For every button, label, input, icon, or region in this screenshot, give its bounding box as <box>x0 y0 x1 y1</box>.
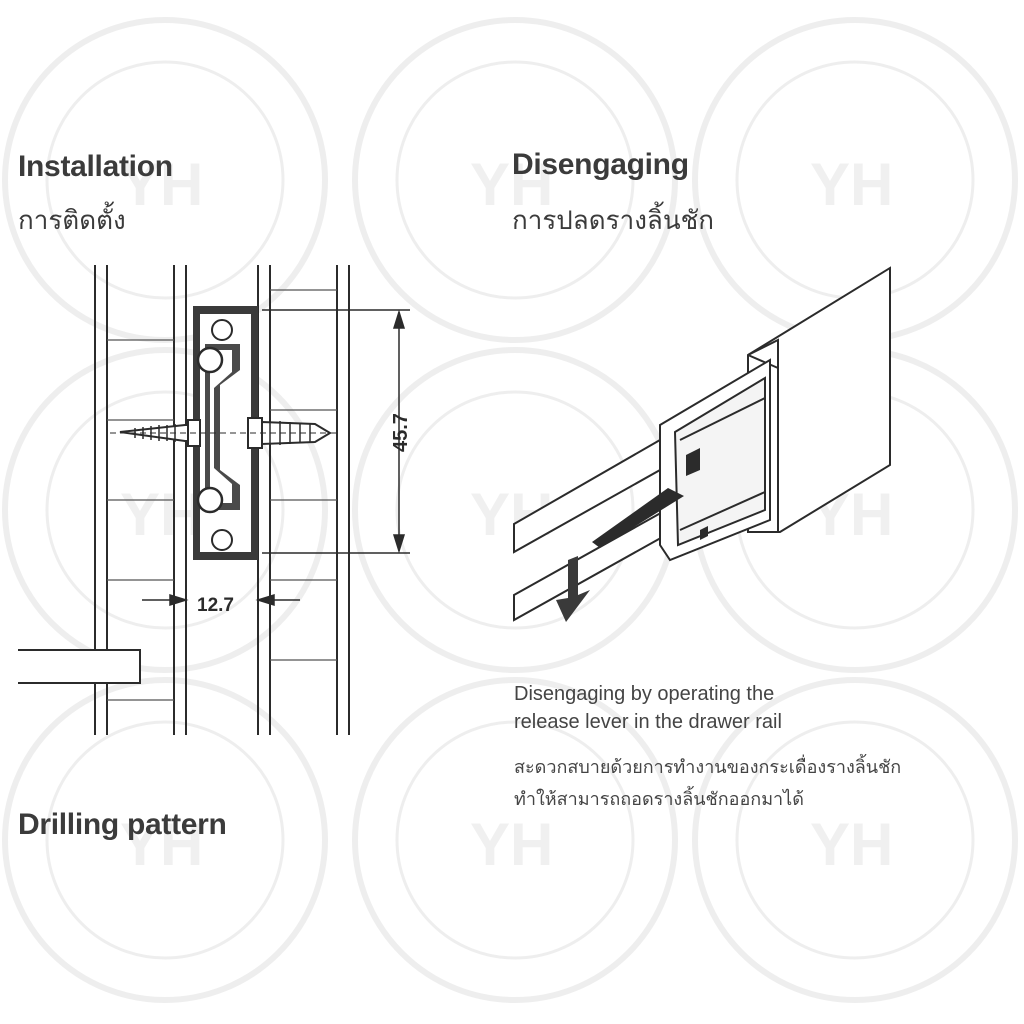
disengaging-description: Disengaging by operating the release lev… <box>514 680 934 736</box>
width-dimension <box>142 585 300 615</box>
description-line-1: Disengaging by operating the <box>514 683 775 705</box>
installation-title: Installation <box>18 150 173 183</box>
release-lever-down-arrow-icon <box>556 556 590 622</box>
width-dimension-label: 12.7 <box>197 595 234 616</box>
description-thai-line-1: สะดวกสบายด้วยการทำงานของกระเดื่องรางลิ้น… <box>514 757 902 778</box>
height-dimension-label: 45.7 <box>390 413 412 452</box>
drilling-pattern-title: Drilling pattern <box>18 808 227 841</box>
watermark-logo-text: YH <box>120 151 203 218</box>
description-thai-line-2: ทำให้สามารถถอดรางลิ้นชักออกมาได้ <box>514 789 804 810</box>
disengaging-title-thai: การปลดรางลิ้นชัก <box>512 206 714 236</box>
disengaging-title: Disengaging <box>512 148 689 181</box>
disengaging-description-thai: สะดวกสบายด้วยการทำงานของกระเดื่องรางลิ้น… <box>514 752 901 816</box>
installation-title-thai: การติดตั้ง <box>18 206 126 236</box>
release-lever <box>592 488 684 548</box>
height-dimension <box>262 309 410 554</box>
description-line-2: release lever in the drawer rail <box>514 711 782 733</box>
